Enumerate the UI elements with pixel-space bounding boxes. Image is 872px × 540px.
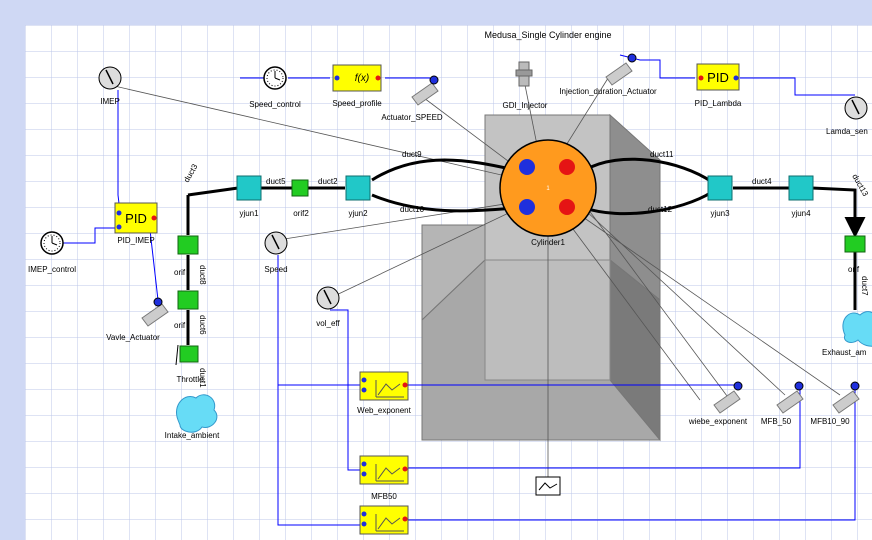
injection-duration-actuator[interactable] (605, 53, 637, 86)
exhaust-valve-2 (559, 199, 575, 215)
lambda-sensor-label: Lamda_sen (826, 127, 868, 136)
mfb50-block[interactable] (359, 455, 409, 485)
orif-lower[interactable] (177, 290, 199, 310)
mfb10-90-label: MFB10_90 (810, 417, 850, 426)
exhaust-ambient-label: Exhaust_am (822, 348, 867, 357)
duct8-label: duct8 (198, 265, 207, 285)
valve-actuator-label: Vavle_Actuator (106, 333, 160, 342)
orif2-label: orif2 (293, 209, 309, 218)
yjun4-label: yjun4 (791, 209, 811, 218)
actuator-speed[interactable] (411, 75, 439, 106)
gdi-injector[interactable] (515, 61, 533, 87)
yjun3-label: yjun3 (710, 209, 730, 218)
injection-actuator-label: Injection_duration_Actuator (559, 87, 657, 96)
orif-exhaust[interactable] (844, 235, 866, 253)
mfb10-90-block[interactable] (359, 505, 409, 535)
speed-sensor[interactable] (264, 231, 288, 255)
duct4-label: duct4 (752, 177, 772, 186)
imep-sensor[interactable] (98, 66, 122, 90)
cylinder-label: Cylinder1 (531, 238, 565, 247)
svg-text:PID: PID (125, 211, 147, 226)
duct12-label: duct12 (648, 205, 673, 214)
yjun2[interactable] (345, 175, 371, 201)
imep-control-clock-icon[interactable] (40, 231, 64, 255)
svg-text:f(x): f(x) (355, 73, 369, 84)
wiebe-exponent-label: wiebe_exponent (688, 417, 748, 426)
intake-valve-1 (519, 159, 535, 175)
pid-imep-label: PID_IMEP (117, 236, 154, 245)
mfb50-label: MFB50 (371, 492, 397, 501)
speed-profile-block[interactable]: f(x) (332, 64, 382, 92)
gdi-injector-label: GDI_Injector (503, 101, 548, 110)
sensor-signal-lines (109, 74, 841, 480)
intake-ambient-cloud[interactable] (176, 394, 218, 433)
throttle-label: Throttle (176, 375, 204, 384)
exhaust-ambient-cloud[interactable] (842, 311, 872, 347)
duct9-label: duct9 (402, 150, 422, 159)
yjun4[interactable] (788, 175, 814, 201)
orif-exhaust-label: orif (848, 265, 860, 274)
yjun3[interactable] (707, 175, 733, 201)
speed-profile-label: Speed_profile (332, 99, 382, 108)
diagram-title: Medusa_Single Cylinder engine (484, 30, 611, 40)
orif-upper[interactable] (177, 235, 199, 255)
intake-valve-2 (519, 199, 535, 215)
imep-label: IMEP (100, 97, 120, 106)
mfb10-90-actuator[interactable] (832, 381, 860, 414)
duct11-label: duct11 (650, 150, 674, 159)
duct7-label: duct7 (860, 276, 869, 296)
duct-network (186, 157, 866, 345)
cylinder1[interactable]: 1 (499, 139, 597, 237)
yjun1-label: yjun1 (239, 209, 259, 218)
duct5-label: duct5 (266, 177, 286, 186)
duct2-label: duct2 (318, 177, 338, 186)
mfb-50-actuator[interactable] (776, 381, 804, 414)
intake-ambient-label: Intake_ambient (165, 431, 220, 440)
pid-lambda-block[interactable]: PID (696, 63, 740, 91)
web-exponent-block[interactable] (359, 371, 409, 401)
svg-text:PID: PID (707, 70, 729, 85)
web-exponent-label: Web_exponent (357, 406, 411, 415)
yjun2-label: yjun2 (348, 209, 368, 218)
wiebe-exponent-actuator[interactable] (713, 381, 743, 414)
lambda-sensor[interactable] (844, 96, 868, 120)
speed-control-clock-icon[interactable] (263, 66, 287, 90)
valve-actuator[interactable] (141, 297, 169, 327)
speed-control-label: Speed_control (249, 100, 301, 109)
pid-lambda-label: PID_Lambda (695, 99, 742, 108)
orif2[interactable] (291, 179, 309, 197)
duct10-label: duct10 (400, 205, 425, 214)
imep-control-label: IMEP_control (28, 265, 76, 274)
duct6-label: duct6 (198, 315, 207, 335)
speed-sensor-label: Speed (264, 265, 287, 274)
actuator-speed-label: Actuator_SPEED (381, 113, 443, 122)
pid-imep-block[interactable]: PID (114, 202, 158, 234)
orif-label-lower: orif (174, 321, 186, 330)
monitor-plot-icon[interactable] (535, 476, 561, 496)
orif-label-upper: orif (174, 268, 186, 277)
cylinder-number: 1 (546, 186, 550, 192)
yjun1[interactable] (236, 175, 262, 201)
duct1-label: duct1 (198, 368, 207, 388)
vol-eff-sensor[interactable] (316, 286, 340, 310)
mfb-50-label: MFB_50 (761, 417, 792, 426)
vol-eff-label: vol_eff (316, 319, 340, 328)
exhaust-valve-1 (559, 159, 575, 175)
throttle[interactable] (175, 344, 199, 366)
